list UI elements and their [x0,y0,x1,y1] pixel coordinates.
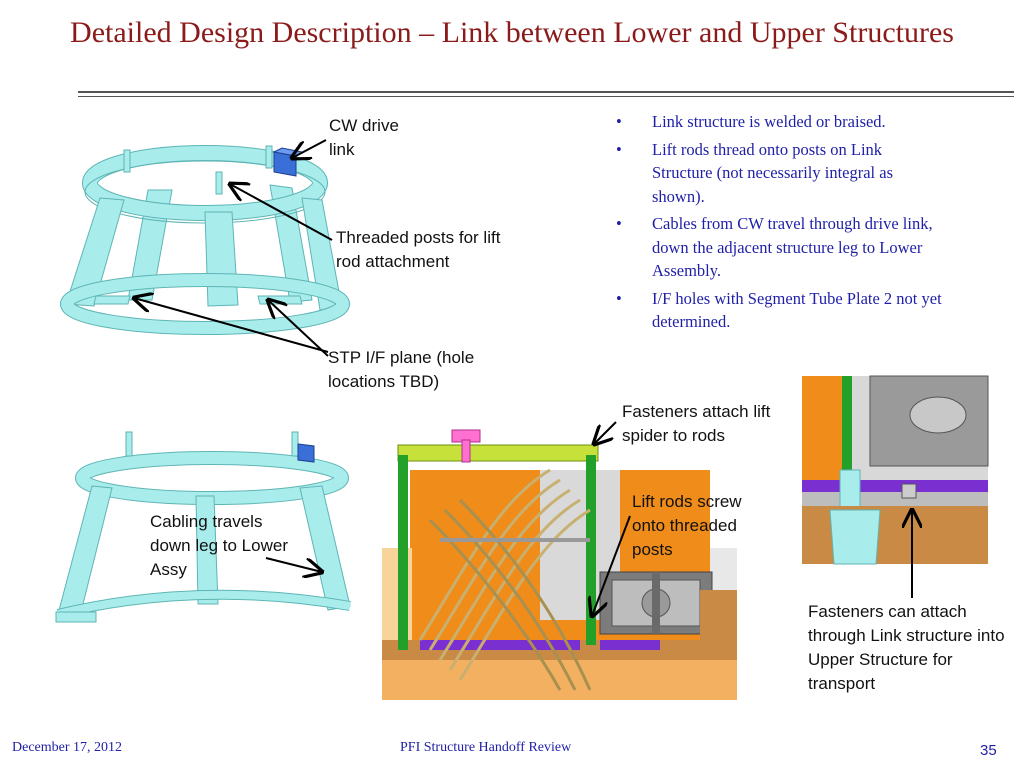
callout-threaded-posts: Threaded posts for lift rod attachment [336,228,501,271]
page-title: Detailed Design Description – Link betwe… [70,16,954,49]
bullet-item: Link structure is welded or braised. [612,110,942,134]
callout-fasteners-link: Fasteners can attach through Link struct… [808,602,1005,693]
assembly-section-figure [382,429,737,700]
callout-stp-plane: STP I/F plane (hole locations TBD) [328,348,475,391]
title-rule [78,91,1014,93]
callout-cw-drive-link: CW drive link [329,116,399,159]
page-number: 35 [980,742,997,759]
callout-fasteners-spider: Fasteners attach lift spider to rods [622,402,771,445]
link-structure-figure [60,145,350,335]
fastener-detail-figure [802,375,989,565]
callout-cabling: Cabling travels down leg to Lower Assy [150,512,288,579]
callout-lift-rods: Lift rods screw onto threaded posts [632,492,742,559]
cabling-figure [55,431,351,623]
callout-arrows [134,139,912,616]
footer-center: PFI Structure Handoff Review [400,740,572,755]
title-rule-thin [78,96,1014,97]
footer-date: December 17, 2012 [12,740,123,755]
bullet-item: I/F holes with Segment Tube Plate 2 not … [612,287,942,334]
bullet-item: Lift rods thread onto posts on Link Stru… [612,138,942,209]
bullet-item: Cables from CW travel through drive link… [612,212,942,283]
bullet-list: Link structure is welded or braised. Lif… [612,110,942,338]
